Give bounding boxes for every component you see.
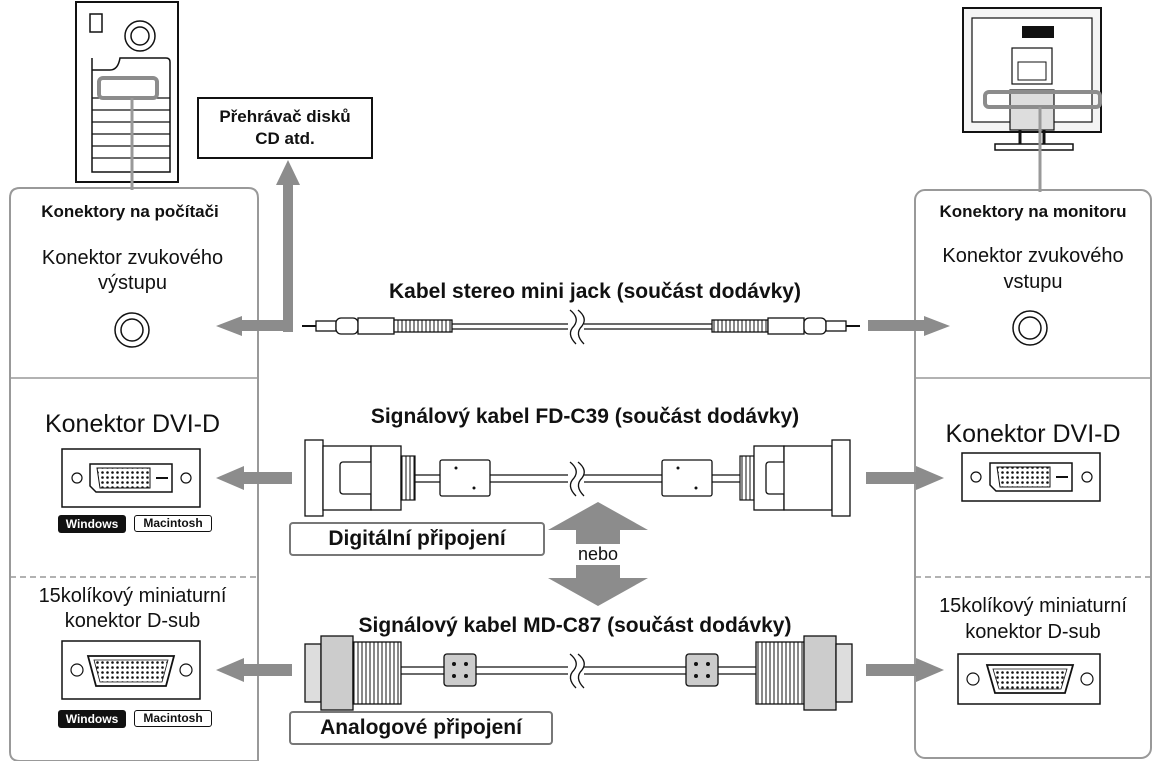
digital-analog-switch-arrows: [548, 502, 648, 606]
cd-player-line2: CD atd.: [255, 129, 315, 148]
analog-connection-label: Analogové připojení: [289, 711, 553, 745]
windows-badge: Windows: [58, 515, 126, 533]
dvi-port-monitor-icon: [961, 452, 1101, 502]
computer-dsub-label-line1: 15kolíkový miniaturní: [38, 585, 227, 607]
computer-dvi-label: Konektor DVI-D: [44, 410, 221, 438]
dsub-signal-cable: [216, 635, 944, 711]
cd-player-arrow: [276, 160, 300, 332]
dvi-cable-label: Signálový kabel FD-C39 (součást dodávky): [370, 405, 800, 428]
computer-tower-illustration: [75, 1, 179, 190]
monitor-dvi-label: Konektor DVI-D: [945, 420, 1121, 448]
dsub-port-monitor-icon: [957, 653, 1101, 705]
audio-in-label-line1: Konektor zvukového: [942, 245, 1124, 267]
stereo-mini-jack-cable: [216, 309, 950, 345]
computer-dsub-label-line2: konektor D-sub: [64, 610, 201, 632]
monitor-dsub-label-line1: 15kolíkový miniaturní: [939, 595, 1127, 617]
stereo-cable-label: Kabel stereo mini jack (součást dodávky): [389, 280, 801, 303]
dvi-signal-cable: [216, 439, 944, 517]
computer-panel-title: Konektory na počítači: [41, 202, 219, 221]
audio-out-label-line1: Konektor zvukového: [41, 247, 224, 269]
dsub-port-computer-icon: [61, 640, 201, 700]
audio-in-jack-icon: [1012, 310, 1048, 346]
cd-player-box: Přehrávač disků CD atd.: [197, 97, 373, 159]
audio-in-label-line2: vstupu: [1003, 271, 1063, 293]
dsub-cable-label: Signálový kabel MD-C87 (součást dodávky): [358, 614, 792, 637]
windows-badge: Windows: [58, 710, 126, 728]
audio-out-jack-icon: [114, 312, 150, 348]
monitor-back-illustration: [962, 7, 1102, 192]
monitor-dsub-label-line2: konektor D-sub: [965, 621, 1101, 643]
dvi-port-computer-icon: [61, 448, 201, 508]
digital-connection-label: Digitální připojení: [289, 522, 545, 556]
audio-out-label-line2: výstupu: [98, 272, 167, 294]
macintosh-badge: Macintosh: [134, 515, 212, 532]
macintosh-badge: Macintosh: [134, 710, 212, 727]
cd-player-line1: Přehrávač disků: [219, 107, 351, 126]
monitor-panel-title: Konektory na monitoru: [939, 202, 1127, 221]
or-label: nebo: [560, 544, 636, 565]
